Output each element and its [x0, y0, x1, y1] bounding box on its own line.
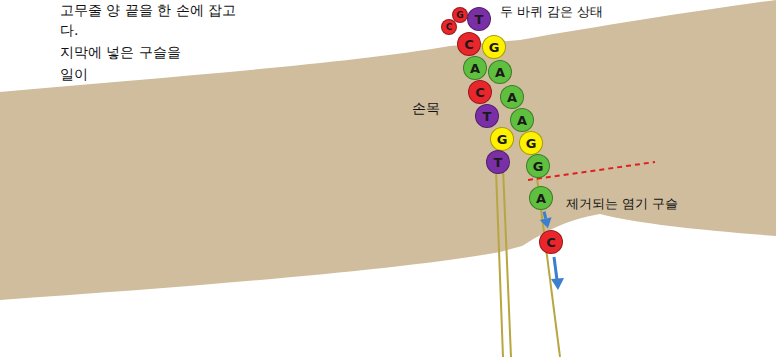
base-letter: G: [456, 11, 463, 20]
base-letter: G: [526, 137, 537, 150]
base-bead: A: [488, 60, 512, 84]
base-bead: G: [490, 127, 514, 151]
note-text: 지막에 넣은 구슬을: [60, 44, 181, 61]
base-letter: G: [489, 41, 500, 54]
base-bead: C: [457, 32, 481, 56]
base-letter: C: [464, 38, 474, 51]
base-bead: T: [467, 7, 491, 31]
base-bead: A: [529, 186, 553, 210]
note-text: 고무줄 양 끝을 한 손에 잡고: [60, 2, 236, 19]
base-bead: T: [486, 150, 510, 174]
base-letter: G: [497, 133, 508, 146]
base-bead: T: [475, 104, 499, 128]
base-bead: A: [463, 56, 487, 80]
base-bead: G: [526, 154, 550, 178]
base-letter: A: [470, 62, 480, 75]
base-letter: C: [546, 236, 556, 249]
base-bead: G: [452, 7, 468, 23]
arm-shape: [0, 0, 776, 300]
base-letter: A: [517, 114, 527, 127]
base-letter: C: [475, 86, 485, 99]
base-letter: T: [494, 156, 503, 169]
base-letter: A: [536, 192, 546, 205]
flow-arrow: [540, 212, 552, 229]
bead-string: [496, 170, 503, 357]
base-bead: C: [468, 80, 492, 104]
base-letter: A: [495, 66, 505, 79]
state-label: 두 바퀴 감은 상태: [500, 4, 603, 20]
note-text: 일이: [60, 66, 88, 83]
base-letter: G: [533, 160, 544, 173]
base-letter: A: [507, 91, 517, 104]
removal-arrow: [554, 257, 557, 280]
base-letter: T: [475, 13, 484, 26]
base-bead: G: [482, 35, 506, 59]
base-bead: A: [510, 108, 534, 132]
callout-label: 제거되는 염기 구슬: [566, 196, 678, 212]
removal-arrowhead: [551, 278, 564, 290]
part-label: 손목: [412, 100, 440, 117]
base-bead: C: [539, 230, 563, 254]
base-letter: C: [446, 23, 453, 32]
bead-string: [503, 168, 511, 357]
base-bead: G: [519, 131, 543, 155]
base-letter: T: [483, 110, 492, 123]
note-text: 다.: [60, 22, 78, 39]
base-bead: A: [500, 85, 524, 109]
